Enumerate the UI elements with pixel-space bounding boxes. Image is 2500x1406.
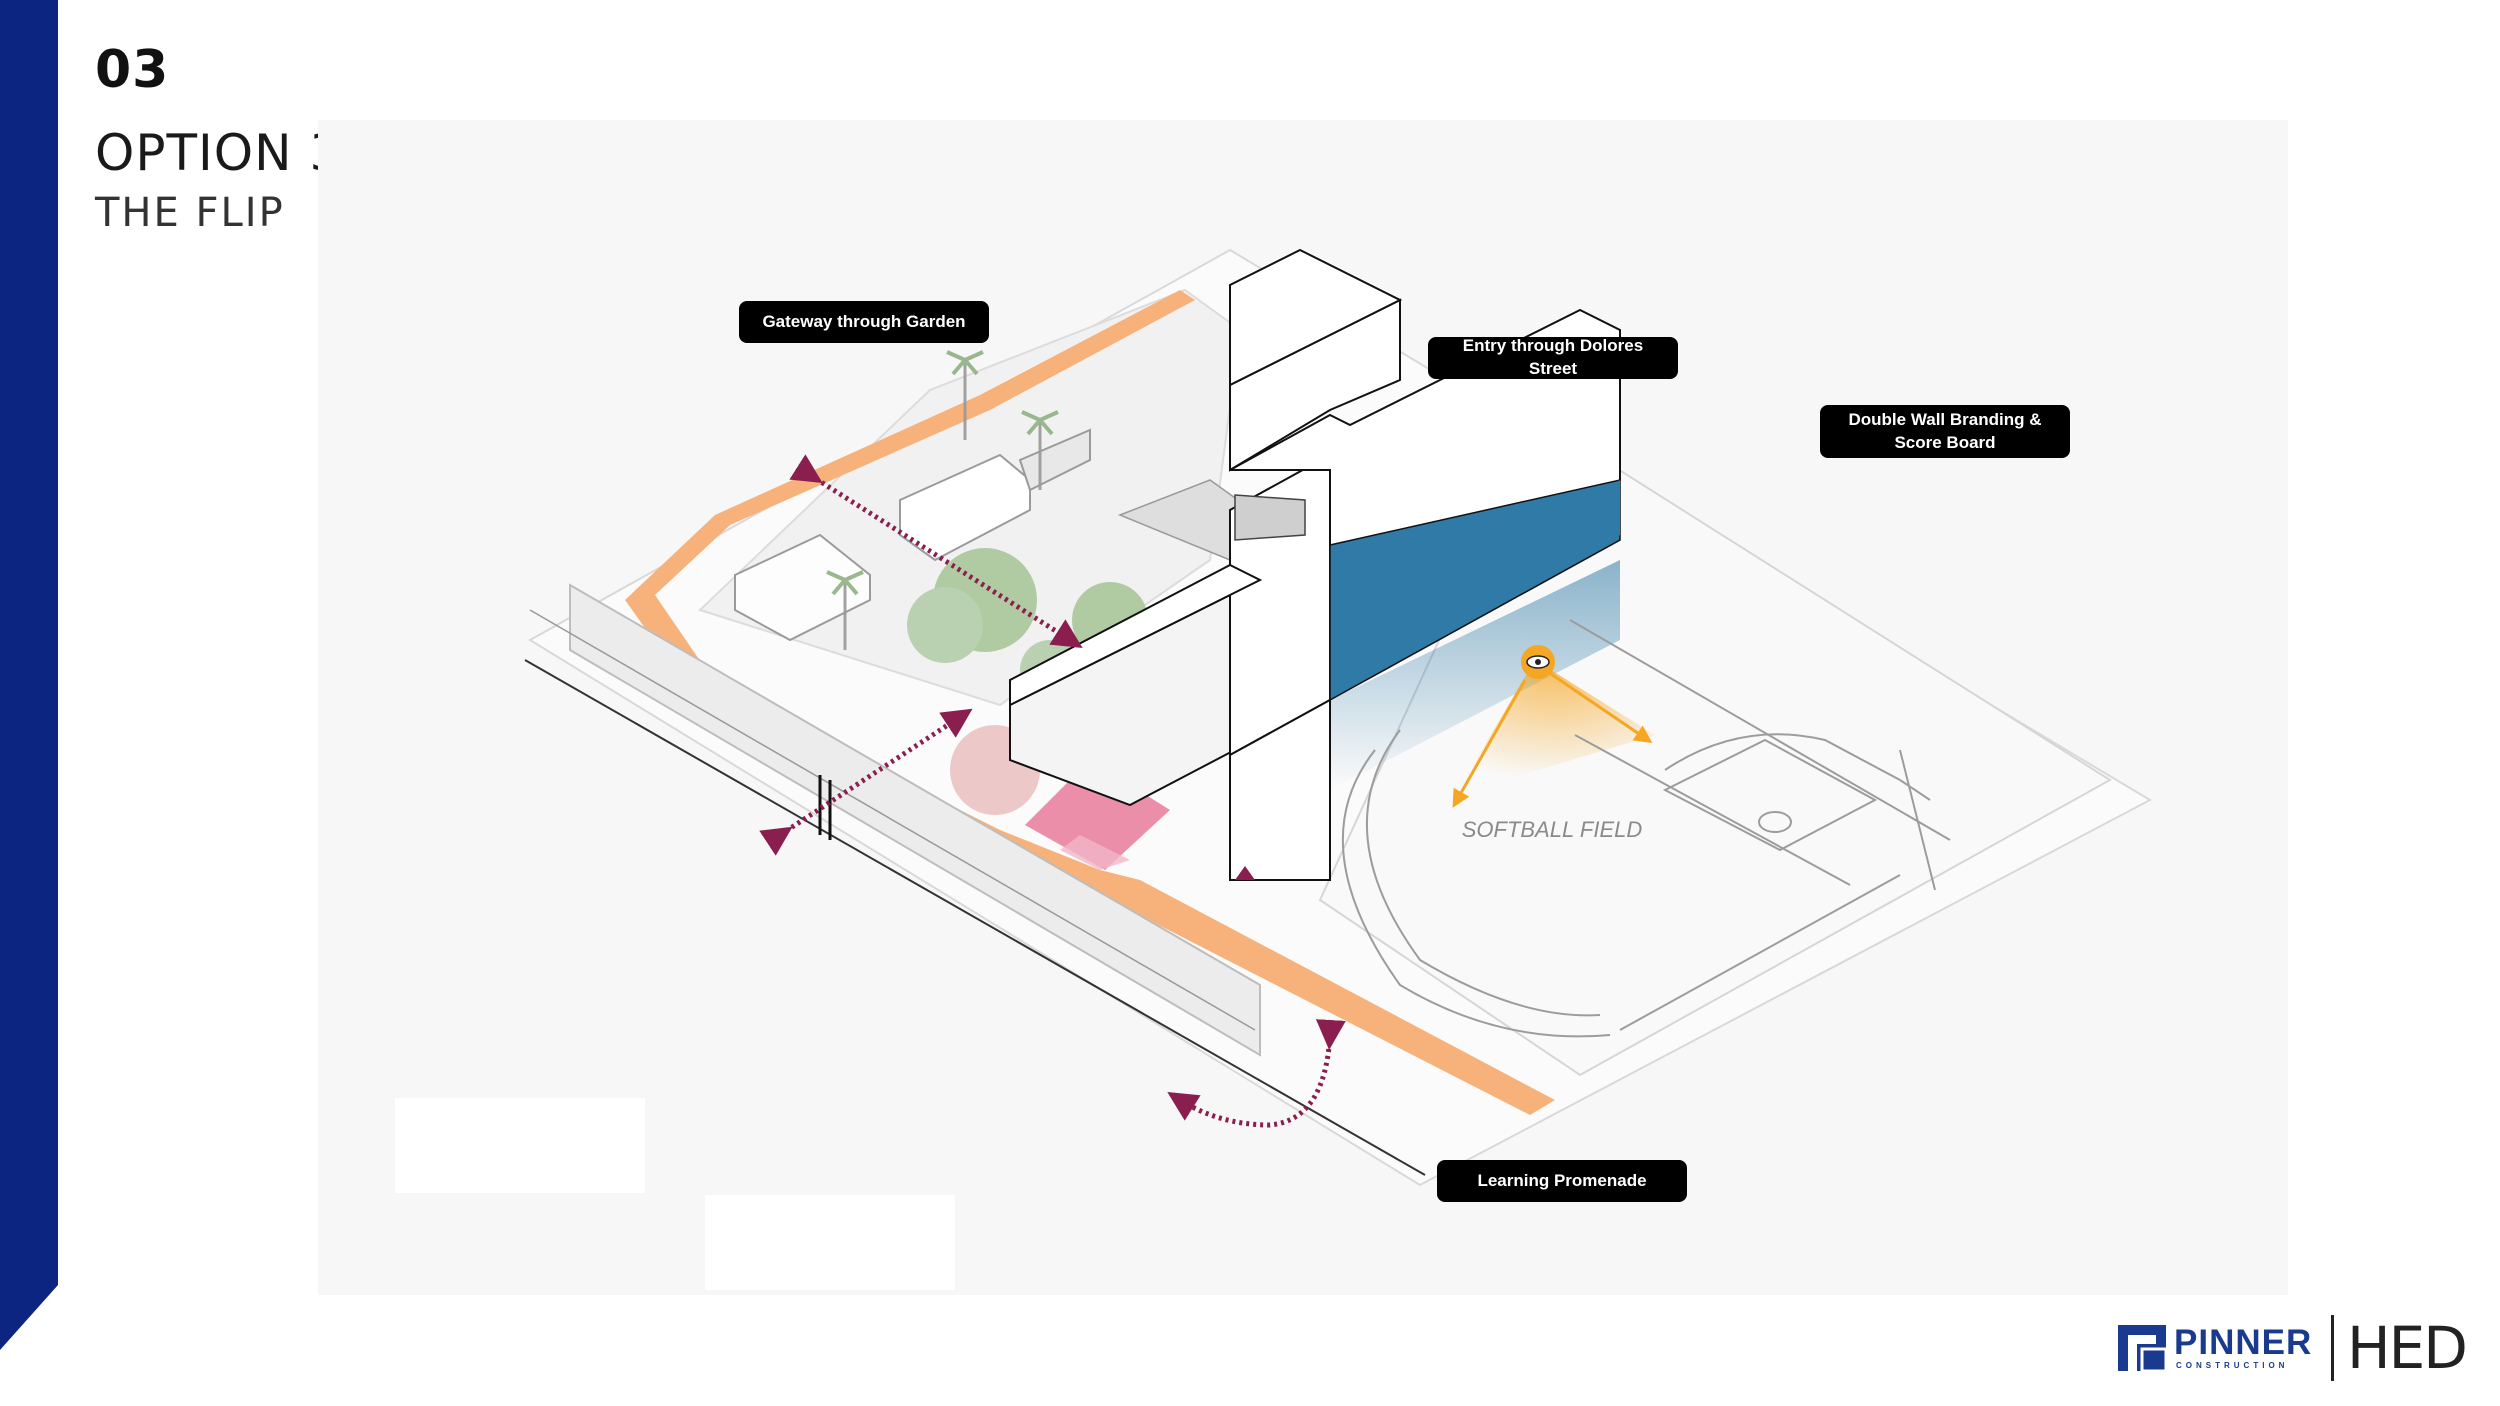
callout-double-wall-branding: Double Wall Branding & Score Board xyxy=(1820,405,2070,458)
callout-entry-dolores-street: Entry through Dolores Street xyxy=(1428,336,1678,379)
view-cone xyxy=(1455,660,1655,795)
school-building xyxy=(1009,248,1621,881)
slide-title: OPTION 3 xyxy=(95,124,343,182)
entry-marker xyxy=(1235,866,1255,880)
field-label: SOFTBALL FIELD xyxy=(1462,817,1643,842)
circulation-arrows xyxy=(759,454,1346,1128)
softball-field xyxy=(1341,619,1951,1038)
pinner-wordmark: PINNER xyxy=(2174,1323,2313,1362)
pinner-logo: PINNER CONSTRUCTION xyxy=(2118,1325,2328,1375)
pinner-subtext: CONSTRUCTION xyxy=(2176,1361,2289,1370)
hed-logo: HED xyxy=(2347,1314,2468,1382)
pinner-mark-icon xyxy=(2118,1325,2166,1371)
branding-glow xyxy=(1330,560,1620,790)
callout-gateway-through-garden: Gateway through Garden xyxy=(739,301,989,343)
callout-learning-promenade: Learning Promenade xyxy=(1437,1160,1687,1202)
logo-divider xyxy=(2331,1315,2334,1381)
slide-subtitle: THE FLIP xyxy=(95,190,285,236)
slide-number: 03 xyxy=(95,40,170,100)
